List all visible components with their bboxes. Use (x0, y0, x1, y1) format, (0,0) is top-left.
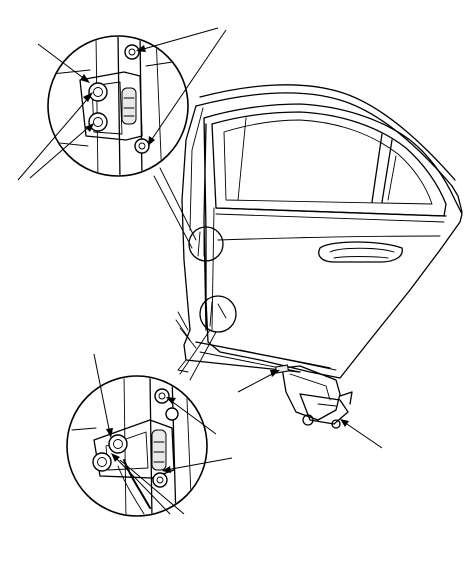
floor-jack (274, 364, 353, 429)
leader-lines (17, 27, 383, 515)
lower-hinge-detail (66, 375, 208, 517)
car-body (175, 84, 463, 373)
callout-connectors (153, 167, 217, 381)
rear-door (203, 103, 463, 379)
upper-hinge-detail (47, 35, 189, 177)
detail-callout-markers (188, 226, 237, 333)
